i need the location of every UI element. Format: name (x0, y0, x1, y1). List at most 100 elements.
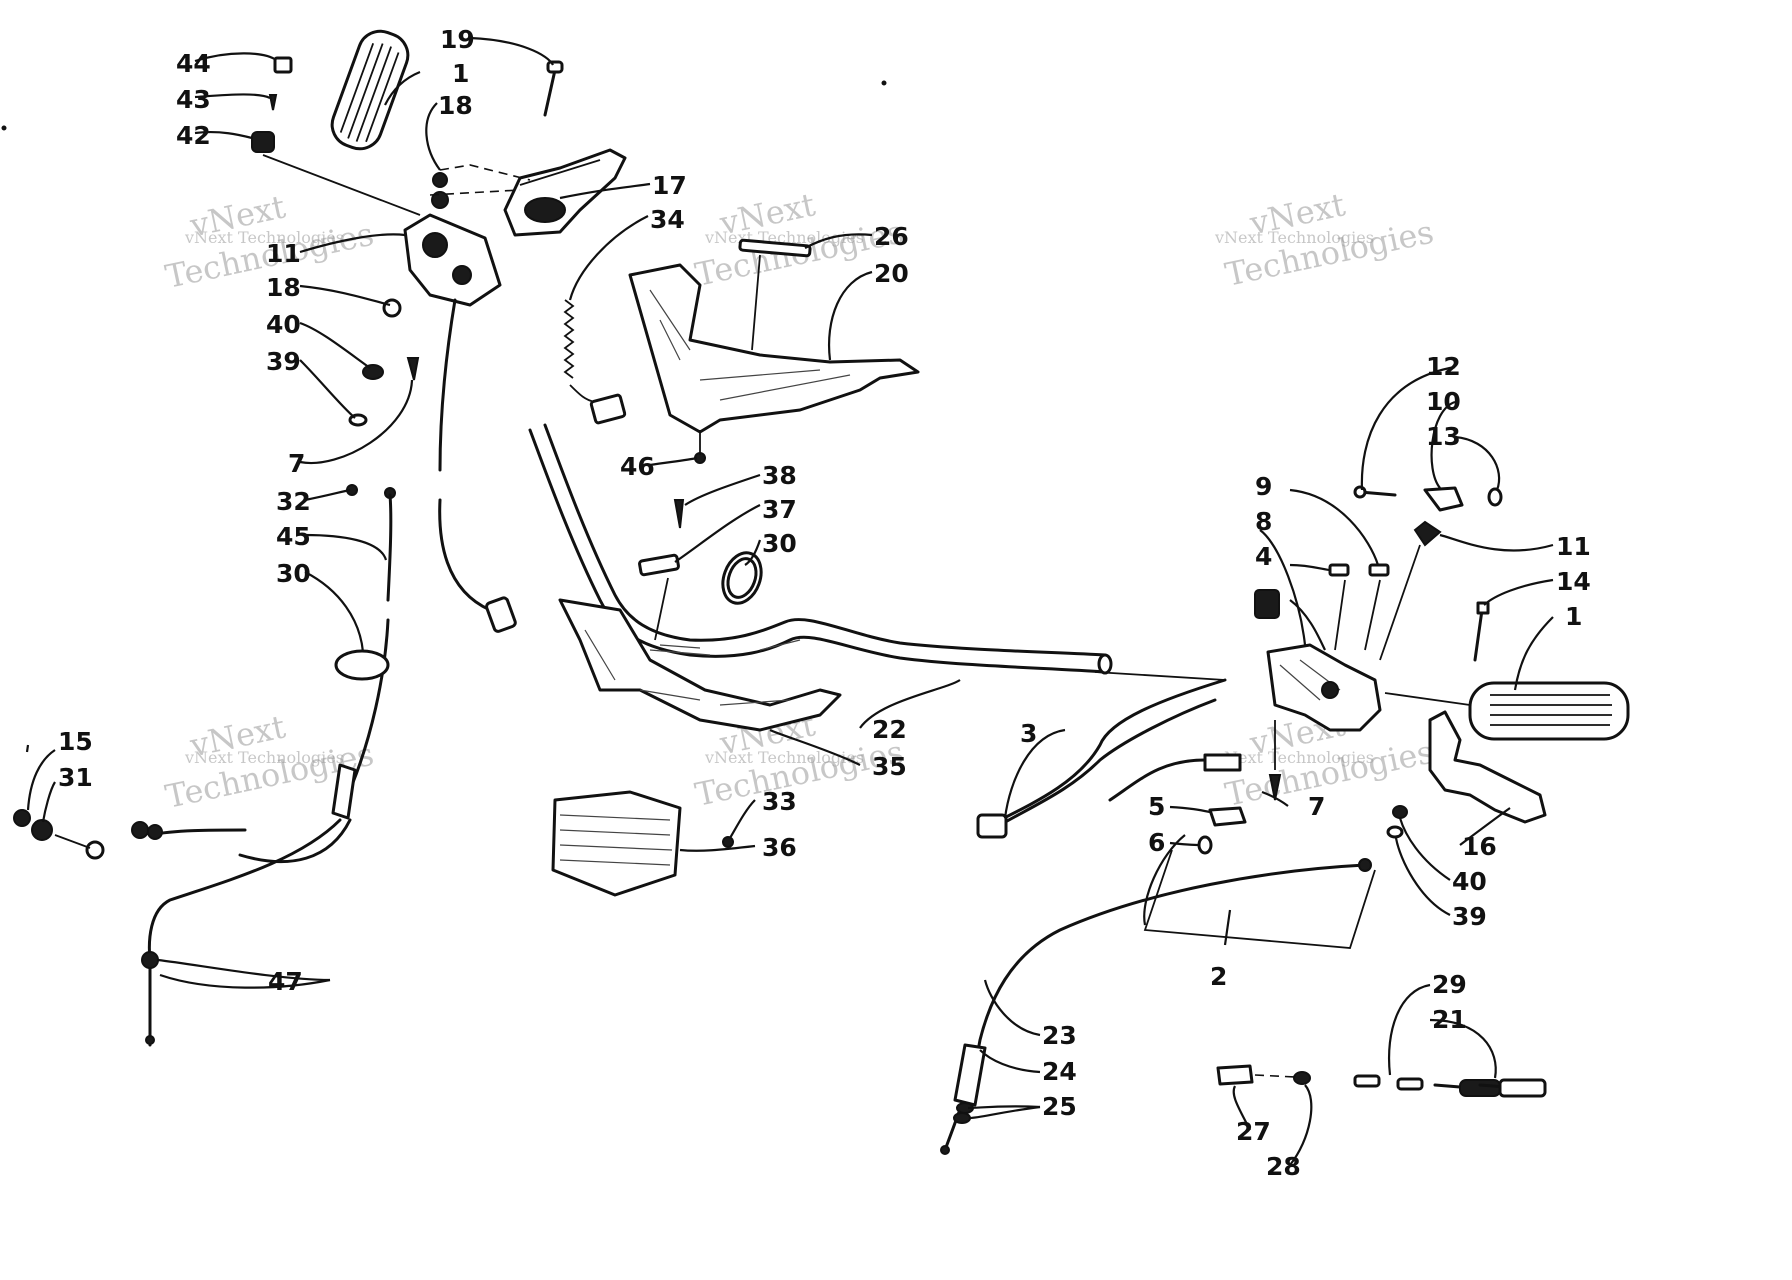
callout-36: 36 (762, 833, 797, 862)
hardware-12-10-13 (1353, 485, 1503, 512)
callout-4: 4 (1255, 542, 1272, 571)
cable-bracket-outline (1143, 849, 1376, 949)
callout-11-left: 11 (266, 239, 301, 268)
part-39-right (1386, 825, 1404, 839)
callout-37: 37 (762, 495, 797, 524)
throttle-cable-2 (940, 849, 1376, 1155)
watermark-small: vNext Technologies (704, 748, 864, 767)
callout-45: 45 (276, 522, 311, 551)
handlebar-pad-20 (628, 263, 920, 434)
part-27 (1216, 1064, 1254, 1086)
callout-7-right: 7 (1308, 792, 1325, 821)
part-11-right (1413, 520, 1442, 547)
callout-40-right: 40 (1452, 867, 1487, 896)
connector-3 (976, 813, 1008, 839)
kill-switch-parts (1216, 1064, 1547, 1098)
handlebar-22 (528, 423, 1113, 732)
part-6 (1197, 835, 1213, 855)
callout-20: 20 (874, 259, 909, 288)
part-33 (722, 836, 734, 848)
left-grip (330, 29, 410, 151)
part-21 (1459, 1079, 1501, 1097)
watermark-small: vNext Technologies (1214, 748, 1374, 767)
callout-35: 35 (872, 752, 907, 781)
part-8 (1328, 563, 1350, 577)
callout-19: 19 (440, 25, 475, 54)
part-7-left (406, 357, 420, 381)
callout-29: 29 (1432, 970, 1467, 999)
part-9 (1368, 563, 1390, 577)
clamp-37 (638, 553, 680, 577)
spring-34 (563, 299, 627, 425)
callout-30-left: 30 (276, 559, 311, 588)
callout-1-left: 1 (452, 59, 469, 88)
brake-lever-16 (1428, 710, 1547, 824)
callout-14: 14 (1556, 567, 1591, 596)
left-switch-housing (403, 213, 502, 307)
callout-10: 10 (1426, 387, 1461, 416)
callout-9: 9 (1255, 472, 1272, 501)
callout-27: 27 (1236, 1117, 1271, 1146)
callout-24: 24 (1042, 1057, 1077, 1086)
callout-numbers: 19 1 44 43 42 18 17 34 11 18 40 39 7 26 … (58, 25, 1591, 1181)
part-40 (362, 364, 384, 380)
watermark-small: vNext Technologies (184, 748, 344, 767)
callout-1-right: 1 (1565, 602, 1582, 631)
right-grip (1384, 601, 1630, 741)
part-29 (1396, 1077, 1424, 1091)
part-42 (251, 131, 275, 153)
callout-13: 13 (1426, 422, 1461, 451)
part-5 (1208, 806, 1247, 827)
callout-25: 25 (1042, 1092, 1077, 1121)
callout-6: 6 (1148, 828, 1165, 857)
callout-11-right: 11 (1556, 532, 1591, 561)
watermark-small: vNext Technologies (1214, 228, 1374, 247)
watermark-small: vNext Technologies (184, 228, 344, 247)
callout-33: 33 (762, 787, 797, 816)
part-28 (1293, 1071, 1311, 1085)
callout-40-left: 40 (266, 310, 301, 339)
callout-17: 17 (652, 171, 687, 200)
leader-lines (25, 36, 1554, 1166)
callout-8: 8 (1255, 507, 1272, 536)
callout-39-right: 39 (1452, 902, 1487, 931)
callout-18-lower: 18 (266, 273, 301, 302)
callout-42: 42 (176, 121, 211, 150)
parts-drawing (1, 29, 1630, 1155)
callout-38: 38 (762, 461, 797, 490)
callout-7-left: 7 (288, 449, 305, 478)
callout-30-middle: 30 (762, 529, 797, 558)
callout-47: 47 (268, 967, 303, 996)
callout-2: 2 (1210, 962, 1227, 991)
callout-12: 12 (1426, 352, 1461, 381)
callout-3: 3 (1020, 719, 1037, 748)
part-18-lower (382, 298, 402, 318)
part-43 (268, 94, 278, 111)
callout-22: 22 (872, 715, 907, 744)
callout-34: 34 (650, 205, 685, 234)
left-grip-body (330, 29, 410, 151)
callout-39-left: 39 (266, 347, 301, 376)
throttle-lever-17 (503, 148, 627, 237)
callout-46: 46 (620, 452, 655, 481)
callout-31: 31 (58, 763, 93, 792)
screw-19 (543, 60, 564, 117)
callout-18-top: 18 (438, 91, 473, 120)
callout-16: 16 (1462, 832, 1497, 861)
right-wiring (976, 671, 1282, 855)
callout-44: 44 (176, 49, 211, 78)
callout-23: 23 (1042, 1021, 1077, 1050)
bracket-26 (738, 238, 812, 258)
right-switch-housing (1254, 520, 1442, 732)
callout-26: 26 (874, 222, 909, 251)
callout-21: 21 (1432, 1005, 1467, 1034)
callout-32: 32 (276, 487, 311, 516)
pad-block-36 (551, 790, 734, 897)
callout-43: 43 (176, 85, 211, 114)
callout-28: 28 (1266, 1152, 1301, 1181)
part-40-right (1392, 805, 1408, 819)
callout-5: 5 (1148, 792, 1165, 821)
part-44 (273, 56, 293, 74)
bolt-38 (673, 499, 685, 529)
